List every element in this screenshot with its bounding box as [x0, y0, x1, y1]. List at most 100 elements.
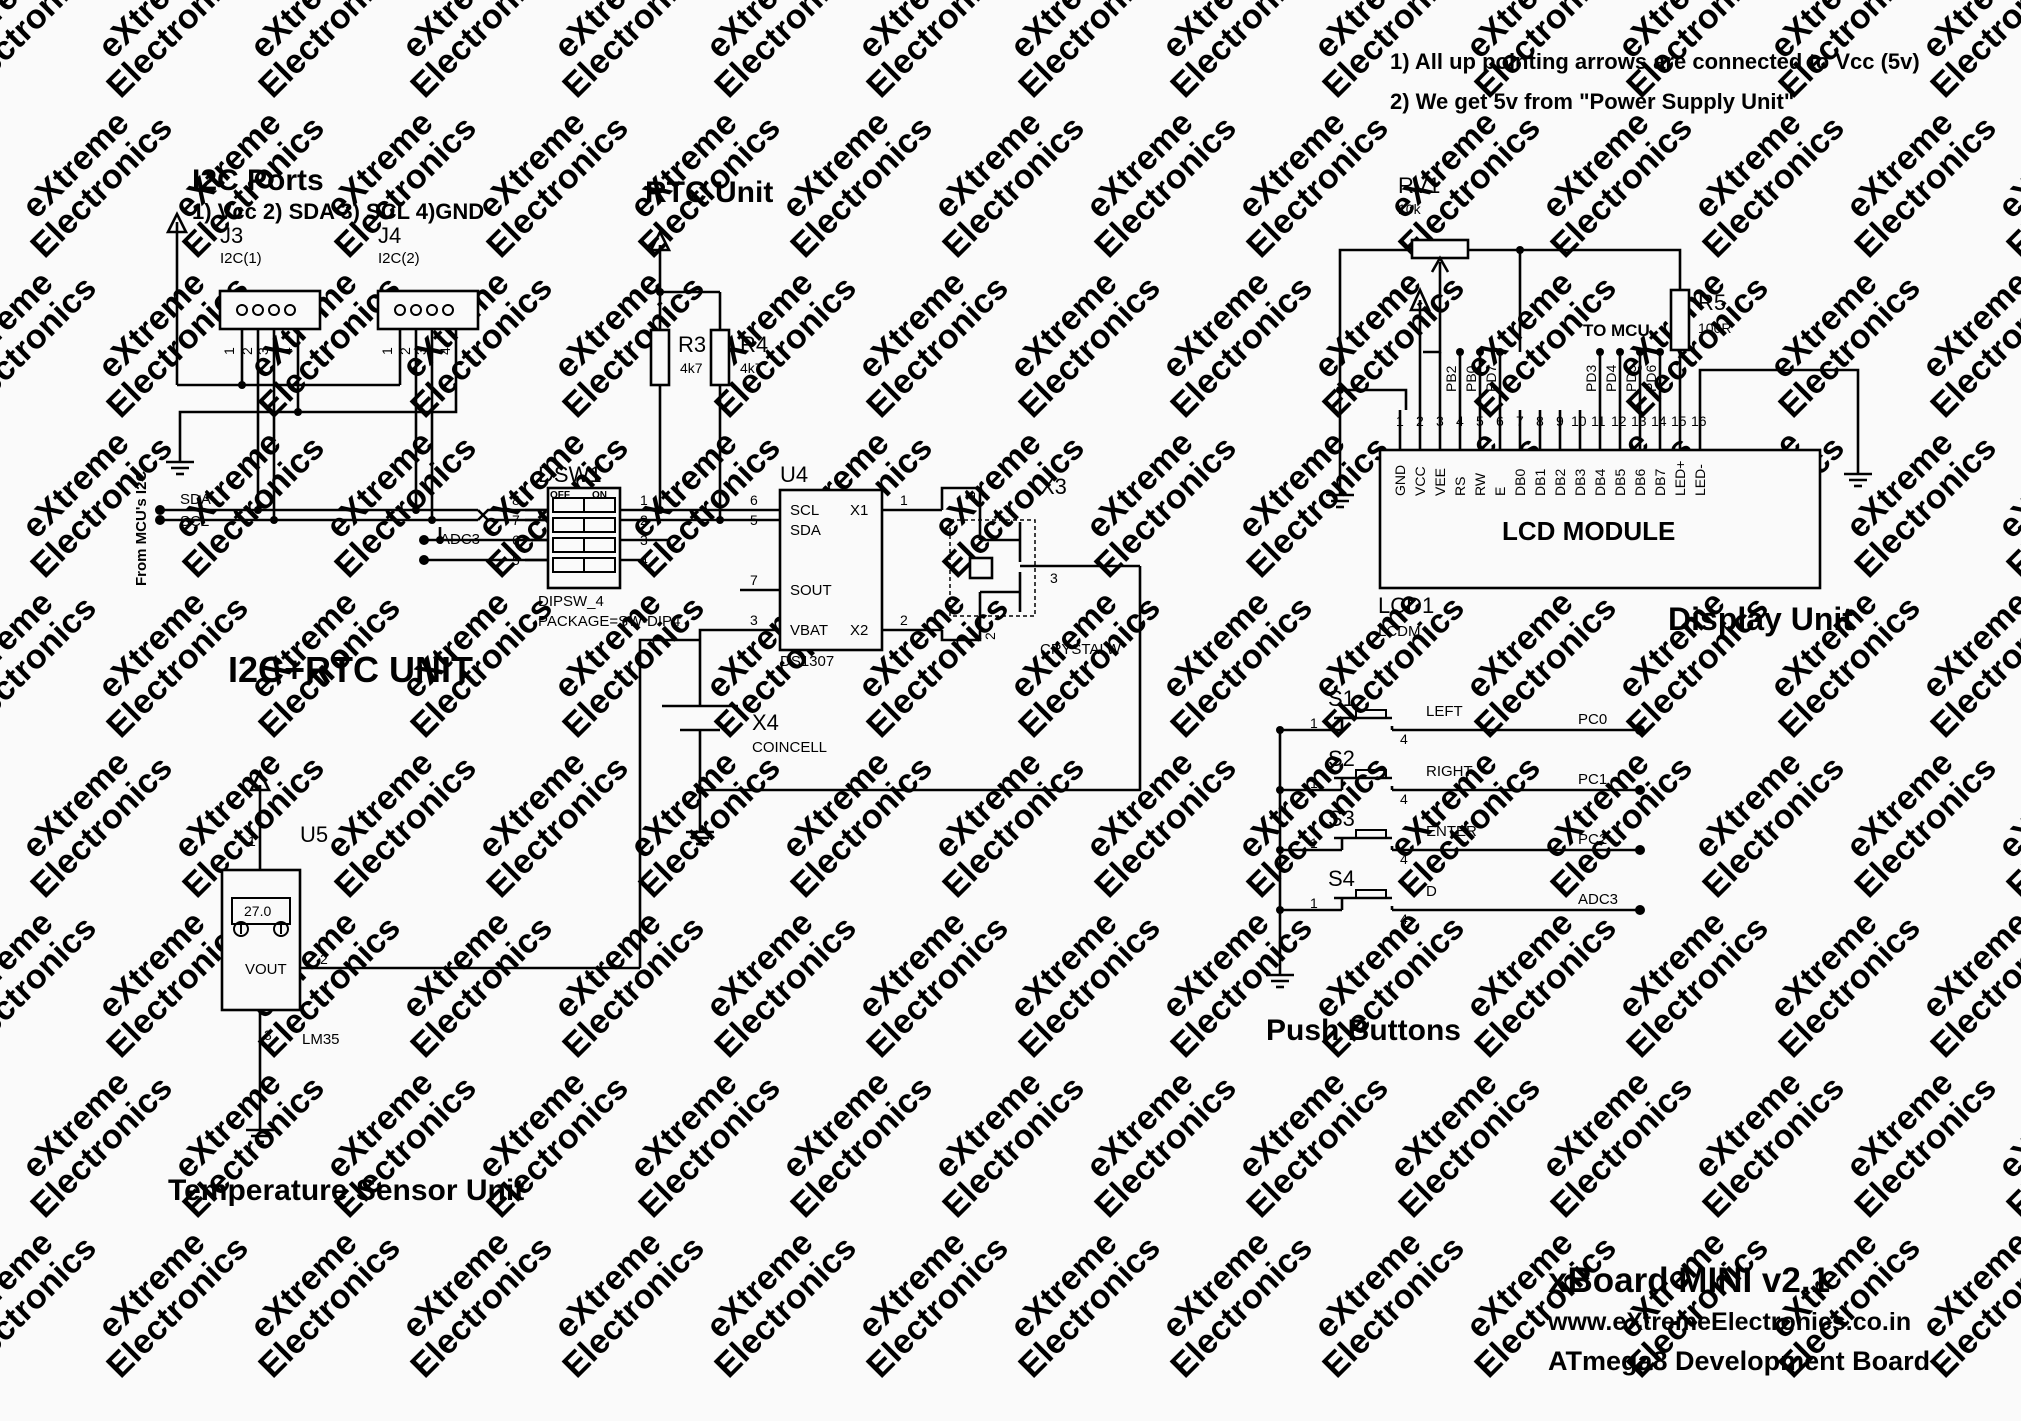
lcd-pin-number: 7 [1516, 413, 1524, 429]
button-ref: S4 [1328, 866, 1355, 891]
lcd-pin-number: 6 [1496, 413, 1504, 429]
lcd-port-label: PD3 [1583, 365, 1599, 392]
watermark-tile: eXtremeElectronics [1687, 744, 1852, 905]
adc3-label: ADC3 [440, 531, 480, 548]
button-ref: S2 [1328, 746, 1355, 771]
lcd-pin-name: GND [1392, 465, 1408, 496]
dip-on-label: ON [592, 490, 607, 501]
coincell-x4 [662, 628, 740, 846]
watermark-tile: eXtremeElectronics [1155, 1224, 1320, 1385]
scl-label: SCL [180, 513, 209, 530]
lcd-pin-name: VEE [1432, 468, 1448, 496]
watermark-tile: eXtremeElectronics [1307, 1224, 1472, 1385]
svg-text:eXtreme: eXtreme [1991, 424, 2021, 546]
watermark-tile: eXtremeElectronics [1991, 1064, 2021, 1225]
watermark-tile: eXtremeElectronics [471, 104, 636, 265]
watermark-tile: eXtremeElectronics [1763, 264, 1928, 425]
u4-pin-6: 6 [750, 492, 758, 508]
rv1-value: 10k [1398, 201, 1422, 217]
button-label: ENTER [1426, 823, 1477, 840]
lcd-pin-name: DB3 [1572, 469, 1588, 496]
lcd-port-label: PB0 [1463, 365, 1479, 392]
i2c-ports-title: I2C Ports [192, 164, 324, 197]
u4-pin-1: 1 [900, 492, 908, 508]
x3-ref: X3 [1040, 474, 1067, 499]
lcd-port-dot [1476, 348, 1484, 356]
lm35-reading: 27.0 [244, 903, 271, 919]
button-ground [1266, 730, 1294, 989]
u4-vbat-pin: VBAT [790, 622, 828, 639]
watermark-tile: eXtremeElectronics [91, 1224, 256, 1385]
lcd-port-label: PD7 [1483, 365, 1499, 392]
watermark-tile: eXtremeElectronics [1763, 584, 1928, 745]
dip-pin-3: 3 [640, 532, 648, 548]
lcd-port-dot [1496, 348, 1504, 356]
mcu-i2c-label: From MCU's I2C [133, 471, 150, 586]
watermark-tile: eXtremeElectronics [623, 1064, 788, 1225]
j3-pin-1: 1 [221, 347, 237, 355]
watermark-tile: eXtremeElectronics [623, 104, 788, 265]
button-label: D [1426, 883, 1437, 900]
watermark-tile: eXtremeElectronics [471, 744, 636, 905]
lcd-pin-number: 10 [1571, 413, 1587, 429]
dip-pin-7: 7 [512, 512, 520, 528]
watermark-tile: eXtremeElectronics [1155, 584, 1320, 745]
watermark-tile: eXtremeElectronics [1307, 264, 1472, 425]
u4-pin-5: 5 [750, 512, 758, 528]
temp-sensor-u5: 27.0 VOUT 1 2 3 [220, 638, 700, 1144]
x3-pin-1: 1 [962, 492, 978, 500]
u4-scl-pin: SCL [790, 502, 819, 519]
lcd-pin-name: LED- [1692, 464, 1708, 496]
button-pin-a: 1 [1310, 775, 1318, 791]
watermark-tile: eXtremeElectronics [1839, 104, 2004, 265]
watermark-tile: eXtremeElectronics [1763, 904, 1928, 1065]
watermark-tile: eXtremeElectronics [851, 0, 1016, 105]
u5-pin-1: 1 [248, 833, 256, 849]
temperature-unit-title: Temperature Sensor Unit [168, 1174, 524, 1207]
watermark-tile: eXtremeElectronics [0, 1224, 104, 1385]
button-net: ADC3 [1578, 891, 1618, 908]
lcd-pin-number: 11 [1591, 413, 1606, 429]
button-pin-a: 1 [1310, 715, 1318, 731]
watermark-tile: eXtremeElectronics [1155, 264, 1320, 425]
watermark-tile: eXtremeElectronics [91, 264, 256, 425]
j3-value: I2C(1) [220, 250, 262, 267]
crystal-x3: 1 2 3 [700, 486, 1142, 792]
u4-x1-pin: X1 [850, 502, 868, 519]
watermark-tile: eXtremeElectronics [699, 0, 864, 105]
lcd-pin-name: RS [1452, 477, 1468, 496]
watermark-tile: eXtremeElectronics [395, 904, 560, 1065]
watermark-tile: eXtremeElectronics [1079, 1064, 1244, 1225]
watermark-tile: eXtremeElectronics [1231, 1064, 1396, 1225]
connector-j4: 1 2 3 4 [376, 289, 480, 385]
lcd-pin-number: 12 [1611, 413, 1627, 429]
watermark-tile: eXtremeElectronics [1459, 904, 1624, 1065]
button-pin-b: 4 [1400, 731, 1408, 747]
watermark-tile: eXtremeElectronics [547, 584, 712, 745]
lcd-pin-name: RW [1472, 472, 1488, 496]
note-power: 2) We get 5v from "Power Supply Unit" [1390, 89, 1794, 114]
lcd-pin-name: DB2 [1552, 469, 1568, 496]
watermark-tile: eXtremeElectronics [319, 424, 484, 585]
svg-text:eXtreme: eXtreme [1991, 1064, 2021, 1186]
r5-value: 100R [1698, 320, 1731, 336]
j3-pin-4: 4 [279, 347, 295, 355]
watermark-tile: eXtremeElectronics [699, 1224, 864, 1385]
svg-text:eXtreme: eXtreme [1991, 104, 2021, 226]
u4-pin-7: 7 [750, 572, 758, 588]
r3-value: 4k7 [680, 360, 703, 376]
button-label: LEFT [1426, 703, 1463, 720]
lcd-module-title: LCD MODULE [1502, 516, 1675, 546]
lcd-port-dot [1656, 348, 1664, 356]
u5-value: LM35 [302, 1031, 340, 1048]
dip-off-label: OFF [550, 490, 570, 501]
watermark-tile: eXtremeElectronics [1535, 1064, 1700, 1225]
lcd-pin-name: E [1492, 487, 1508, 496]
lcd-pin-number: 16 [1691, 413, 1707, 429]
watermark-tile: eXtremeElectronics [91, 0, 256, 105]
watermark-tile: eXtremeElectronics [0, 904, 104, 1065]
